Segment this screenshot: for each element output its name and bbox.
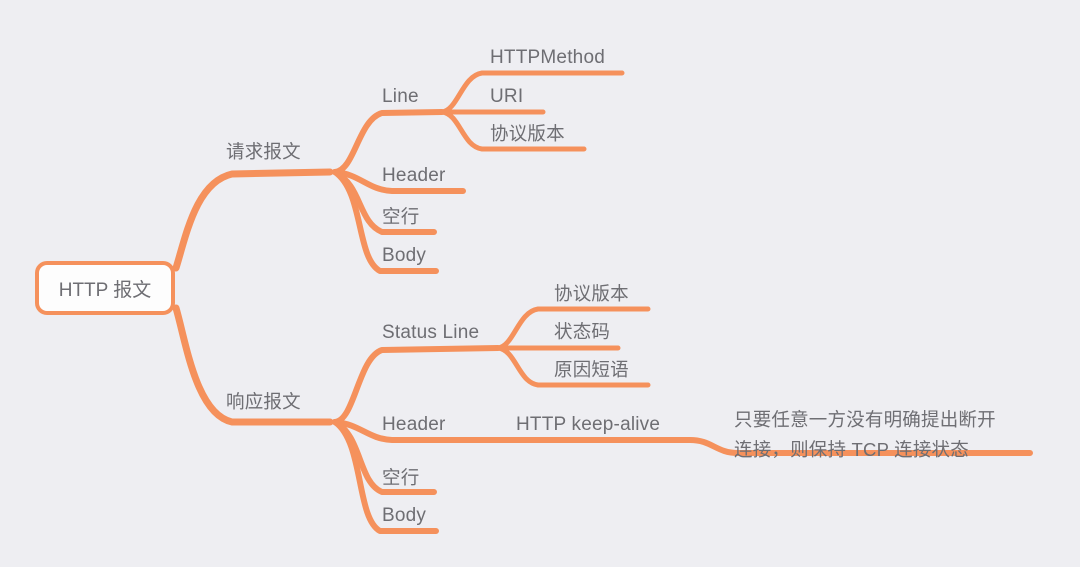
node-uri[interactable]: URI <box>490 86 524 107</box>
edge-line-version <box>439 109 587 152</box>
node-request[interactable]: 请求报文 <box>226 141 301 162</box>
edge-root-request <box>172 168 334 272</box>
node-status-line[interactable]: Status Line <box>382 322 480 343</box>
edge-root-response <box>172 304 334 426</box>
node-request-blank-line[interactable]: 空行 <box>382 206 420 227</box>
edge-request-line <box>332 109 445 175</box>
node-request-line[interactable]: Line <box>382 86 419 107</box>
node-keep-alive-note[interactable]: 只要任意一方没有明确提出断开 连接，则保持 TCP 连接状态 <box>734 409 996 460</box>
node-status-code[interactable]: 状态码 <box>554 321 611 342</box>
node-response-protocol-version[interactable]: 协议版本 <box>554 283 629 304</box>
edge-request-header <box>332 169 466 194</box>
root-node-label: HTTP 报文 <box>58 279 152 301</box>
node-request-protocol-version[interactable]: 协议版本 <box>490 123 565 144</box>
node-response[interactable]: 响应报文 <box>226 391 301 412</box>
edge-response-header <box>332 419 1033 456</box>
node-request-header[interactable]: Header <box>382 165 446 186</box>
edge-request-body <box>332 169 439 274</box>
node-request-body[interactable]: Body <box>382 245 427 266</box>
edge-line-method <box>439 70 625 115</box>
root-node[interactable]: HTTP 报文 <box>35 261 175 315</box>
edge-response-body <box>332 419 439 534</box>
edge-response-statusline <box>332 345 501 425</box>
node-response-header[interactable]: Header <box>382 414 446 435</box>
node-http-method[interactable]: HTTPMethod <box>490 47 605 68</box>
node-reason-phrase[interactable]: 原因短语 <box>554 359 629 380</box>
node-response-body[interactable]: Body <box>382 505 427 526</box>
edge-statusline-phrase <box>495 345 651 388</box>
node-response-blank-line[interactable]: 空行 <box>382 467 420 488</box>
node-http-keep-alive[interactable]: HTTP keep-alive <box>516 414 661 435</box>
